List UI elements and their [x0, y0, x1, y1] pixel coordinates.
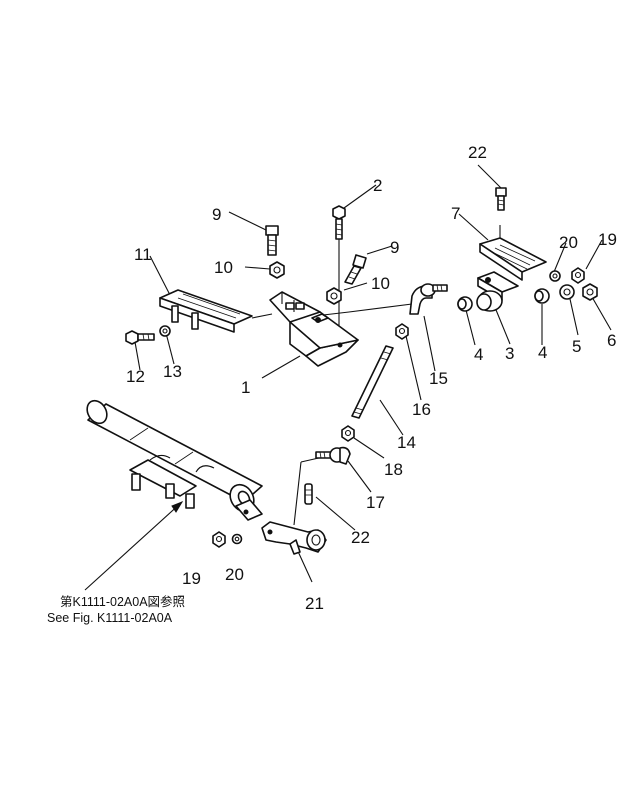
callout-19-top: 19: [598, 230, 617, 249]
callout-11: 11: [134, 245, 152, 264]
pedal-plate-part-7: [479, 225, 547, 281]
callout-18: 18: [384, 460, 403, 479]
callout-21: 21: [305, 594, 324, 613]
bolt-part-2: [332, 205, 346, 330]
callout-17: 17: [366, 493, 385, 512]
ball-joint-part-15: [409, 283, 448, 315]
callout-13: 13: [163, 362, 182, 381]
callout-5: 5: [572, 337, 581, 356]
callout-14: 14: [397, 433, 416, 452]
callout-20-bottom: 20: [225, 565, 244, 584]
nut-part-18: [341, 425, 355, 442]
pedal-plate-part-11: [159, 289, 273, 333]
callout-12: 12: [126, 367, 145, 386]
callout-2: 2: [373, 176, 382, 195]
callout-20-top: 20: [559, 233, 578, 252]
callout-numbers: 22 2 9 7 20 19 9 11 10 10 6 4 3 4 5 12 1…: [126, 143, 617, 613]
bracket-part-1: [269, 291, 359, 367]
callout-15: 15: [429, 369, 448, 388]
washer-part-13: [159, 325, 171, 337]
callout-3: 3: [505, 344, 514, 363]
washer-part-20-bottom: [231, 533, 243, 545]
nut-part-10-left: [269, 261, 285, 279]
ball-joint-part-17: [315, 446, 351, 465]
callout-9-left: 9: [212, 205, 221, 224]
bolt-part-12: [125, 330, 155, 345]
callout-6: 6: [607, 331, 616, 350]
callout-4-left: 4: [474, 345, 483, 364]
callout-4-right: 4: [538, 343, 547, 362]
callout-8: 22: [468, 143, 487, 162]
nut-part-10-right: [326, 287, 342, 305]
pin-part-22: [304, 483, 313, 505]
rod-part-14: [351, 345, 394, 419]
callout-19-bottom: 19: [182, 569, 201, 588]
nut-part-19-top: [571, 267, 585, 284]
callout-1: 1: [241, 378, 250, 397]
figure-reference-note: 第K1111-02A0A図参照 See Fig. K1111-02A0A: [47, 594, 185, 625]
lever-arm-part-21: [261, 521, 327, 555]
callout-16: 16: [412, 400, 431, 419]
reference-japanese: 第K1111-02A0A図参照: [60, 594, 185, 609]
reference-english: See Fig. K1111-02A0A: [47, 611, 173, 625]
bolt-part-8: [495, 187, 507, 211]
bolt-part-9-right: [344, 254, 367, 285]
bushing-part-3: [476, 290, 503, 312]
callout-10-left: 10: [214, 258, 233, 277]
callout-9-right: 9: [390, 238, 399, 257]
nut-part-6: [582, 283, 598, 301]
washer-part-20-top: [549, 270, 561, 282]
callout-7: 7: [451, 204, 460, 223]
bushing-part-4-right: [534, 288, 550, 304]
callout-22: 22: [351, 528, 370, 547]
bushing-part-4-left: [457, 296, 473, 312]
shaft-assembly: [86, 399, 263, 521]
nut-part-19-bottom: [212, 531, 226, 548]
washer-part-5: [559, 284, 575, 300]
bolt-part-9-left: [265, 225, 279, 256]
nut-part-16: [395, 323, 409, 340]
callout-10-right: 10: [371, 274, 390, 293]
